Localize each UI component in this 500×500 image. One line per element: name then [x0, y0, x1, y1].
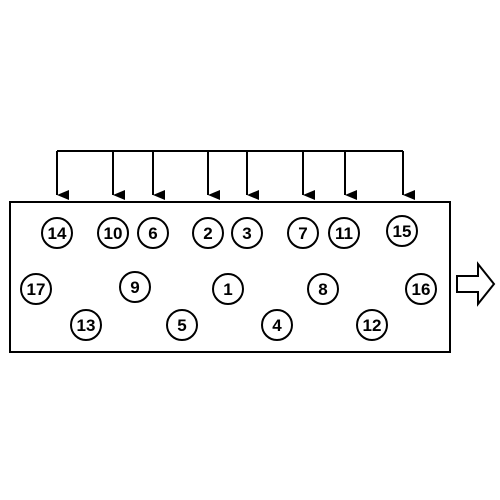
bolt-circle	[261, 309, 293, 341]
bolt-number: 15	[393, 222, 412, 241]
bolt-14: 14	[41, 217, 73, 249]
bolt-number: 14	[48, 224, 67, 243]
bolt-circle	[192, 217, 224, 249]
bolt-number: 12	[363, 316, 382, 335]
bolt-number: 8	[318, 280, 327, 299]
bolt-circle	[386, 215, 418, 247]
bolt-number: 9	[130, 278, 139, 297]
bolt-number: 6	[148, 224, 157, 243]
bolt-circle	[307, 273, 339, 305]
bolt-number: 13	[77, 316, 96, 335]
bolt-number: 3	[242, 224, 251, 243]
bolt-11: 11	[328, 217, 360, 249]
cylinder-head-outline	[9, 201, 451, 353]
bolt-circle	[20, 273, 52, 305]
bolt-circle	[137, 217, 169, 249]
bolt-number: 5	[177, 316, 186, 335]
bolt-5: 5	[166, 309, 198, 341]
bolt-12: 12	[356, 309, 388, 341]
bolt-circle	[231, 217, 263, 249]
bolt-number: 11	[335, 224, 353, 243]
bolt-number: 10	[104, 224, 123, 243]
bolt-circle	[166, 309, 198, 341]
bolt-10: 10	[97, 217, 129, 249]
bolt-number: 16	[412, 280, 431, 299]
bolt-16: 16	[405, 273, 437, 305]
right-arrow-icon	[456, 261, 496, 307]
bolt-13: 13	[70, 309, 102, 341]
bolt-4: 4	[261, 309, 293, 341]
bolt-circle	[287, 217, 319, 249]
bolt-number: 7	[298, 224, 307, 243]
bolt-circle	[41, 217, 73, 249]
bolt-circle	[356, 309, 388, 341]
bolt-number: 1	[223, 280, 232, 299]
bolt-15: 15	[386, 215, 418, 247]
bolt-3: 3	[231, 217, 263, 249]
bolt-circle	[70, 309, 102, 341]
bolt-6: 6	[137, 217, 169, 249]
bolt-circle	[328, 217, 360, 249]
bolt-7: 7	[287, 217, 319, 249]
bolt-1: 1	[212, 273, 244, 305]
bolt-number: 17	[27, 280, 46, 299]
bolt-circle	[97, 217, 129, 249]
bolt-2: 2	[192, 217, 224, 249]
bolt-9: 9	[119, 271, 151, 303]
pointer-bracket	[56, 150, 415, 200]
bolt-8: 8	[307, 273, 339, 305]
bolt-circle	[119, 271, 151, 303]
bolt-circle	[212, 273, 244, 305]
bolt-17: 17	[20, 273, 52, 305]
bolt-number: 2	[203, 224, 212, 243]
bolt-circle	[405, 273, 437, 305]
bolt-number: 4	[272, 316, 282, 335]
